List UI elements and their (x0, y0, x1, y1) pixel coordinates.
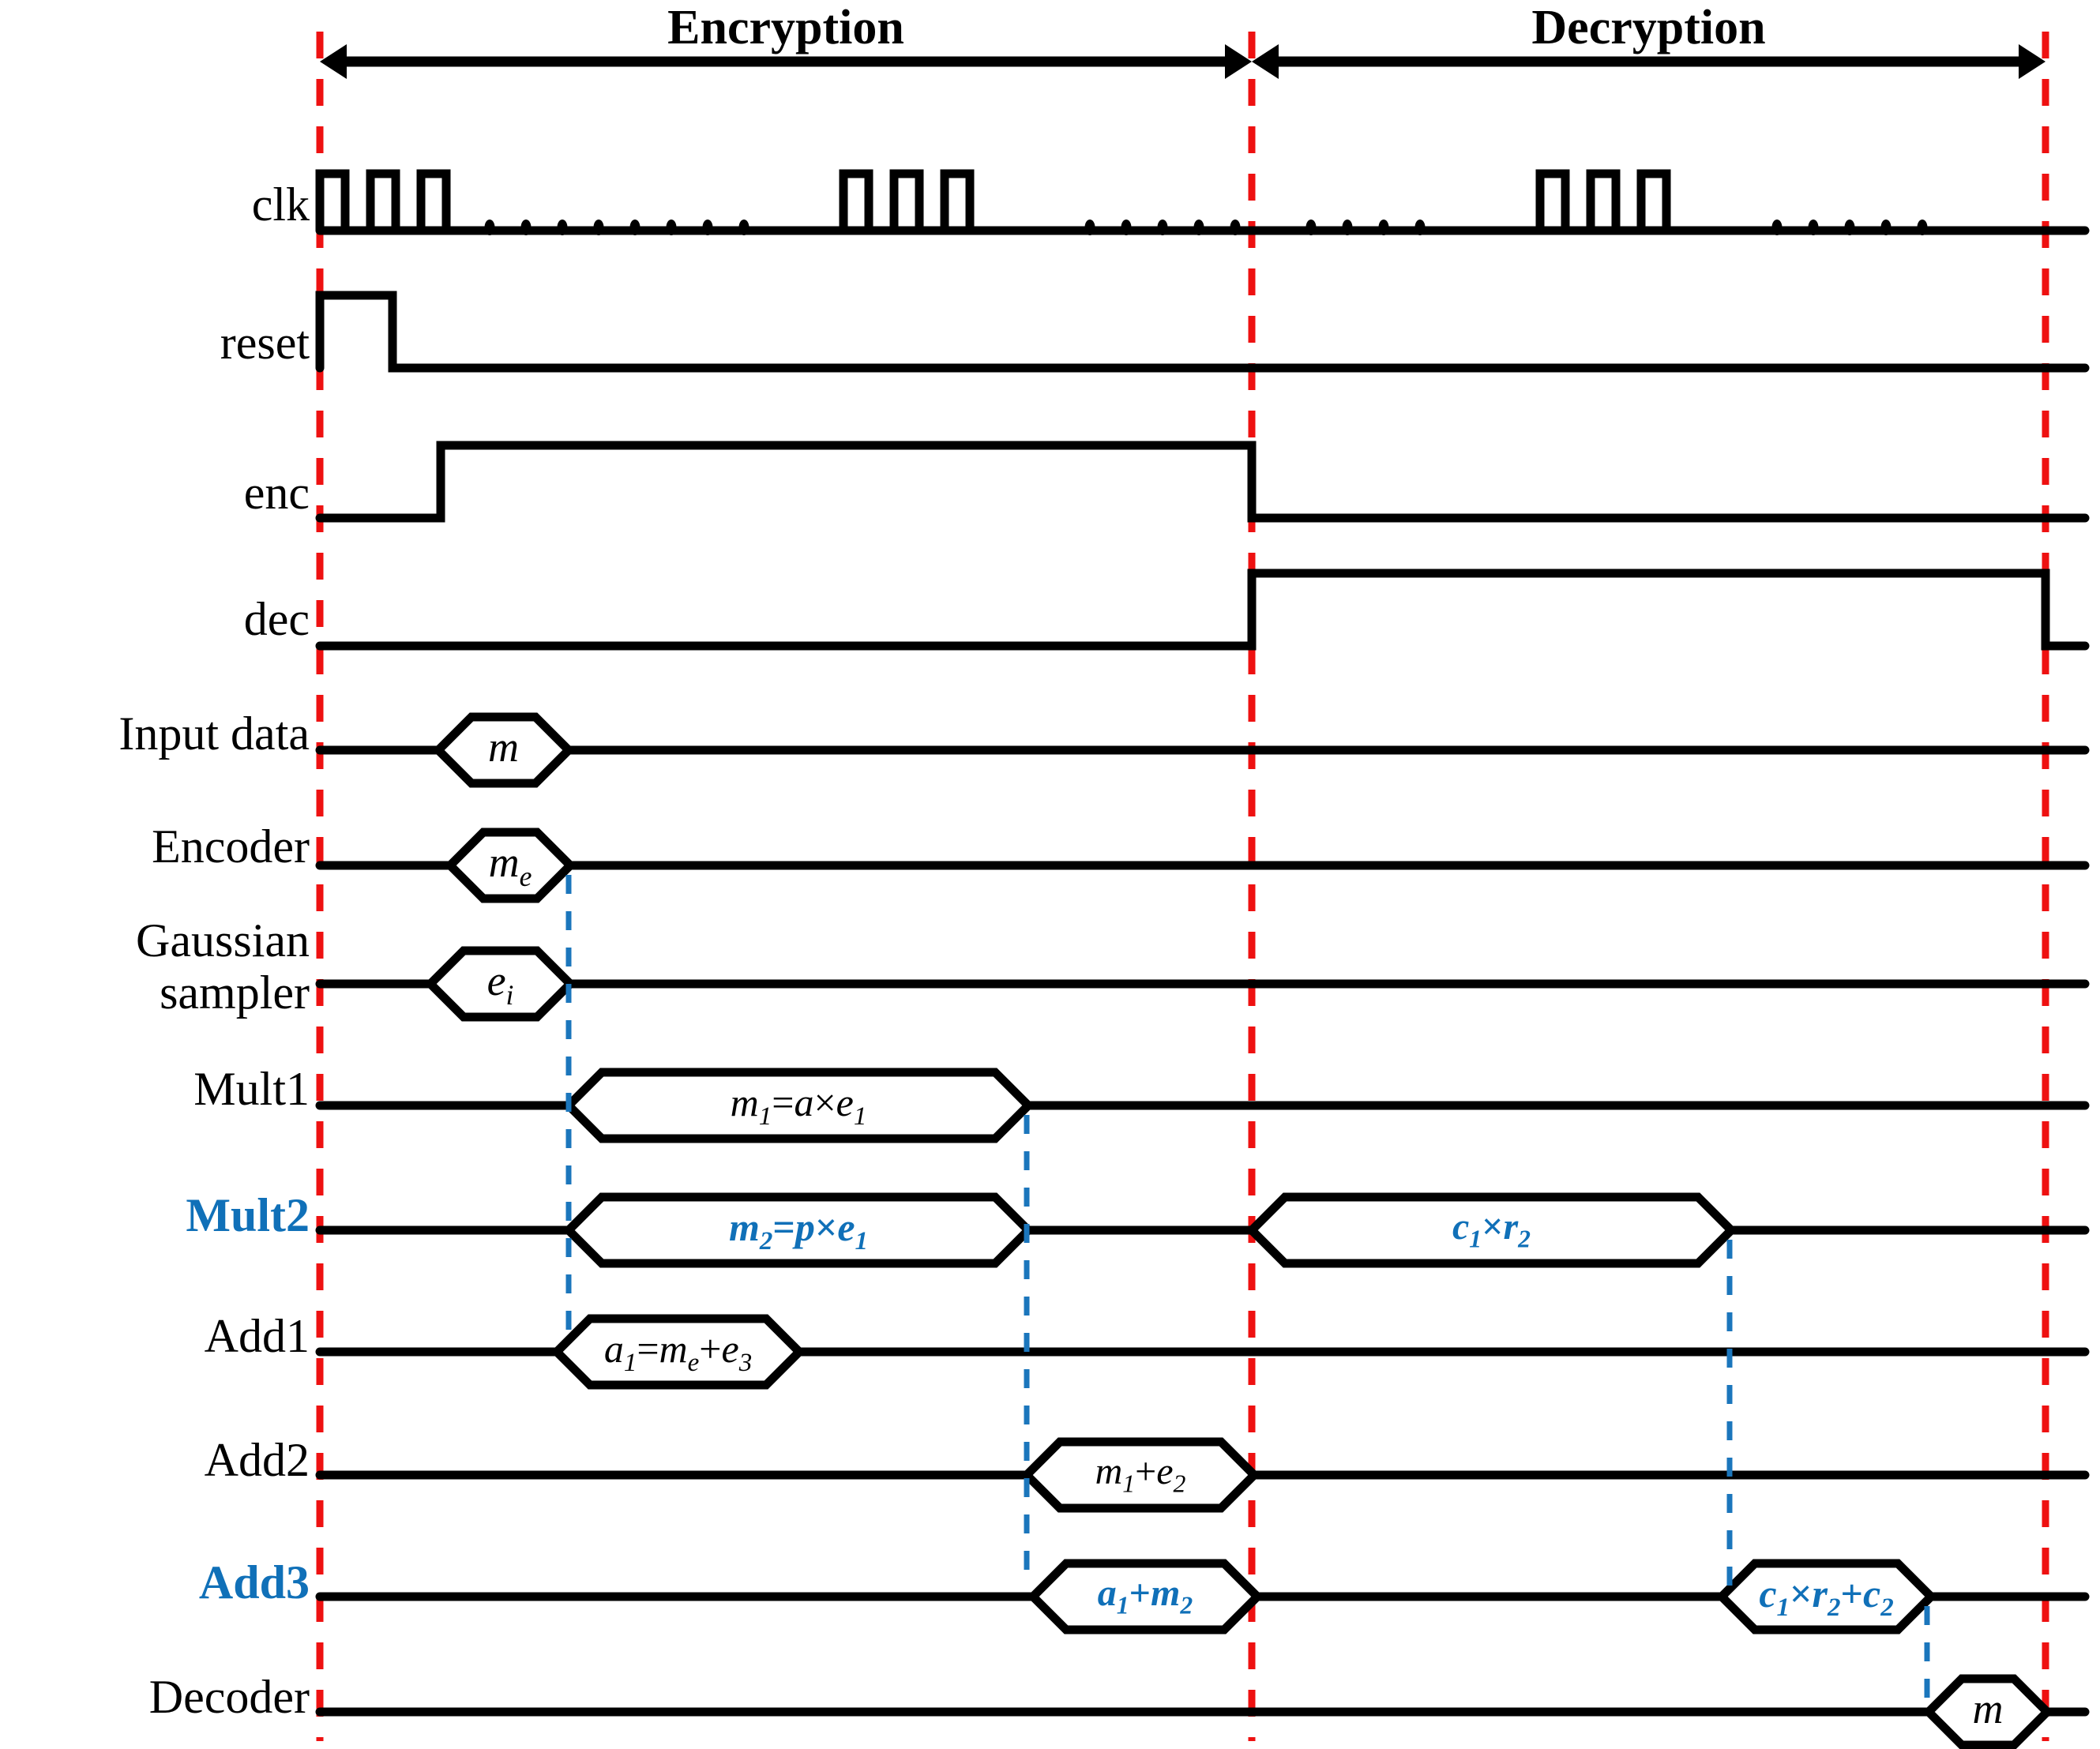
signal-label-line: Gaussian (136, 914, 310, 966)
signal-label-mult2: Mult2 (186, 1189, 310, 1241)
clk-ellipsis-dot-1-3 (1193, 220, 1204, 235)
clk-burst-2 (1535, 169, 1671, 235)
clk-ellipsis-dot-1-4 (1230, 220, 1241, 235)
phase-arrow-head-left (320, 44, 347, 79)
signal-label-encoder: Encoder (152, 820, 310, 873)
clk-ellipsis-dot-0-0 (484, 220, 495, 235)
bus-packet-add1-0 (550, 1314, 806, 1390)
phase-arrow-head-right (1225, 44, 1252, 79)
clk-ellipsis-dot-3-1 (1808, 220, 1819, 235)
bus-packet-decoder-0 (1922, 1674, 2053, 1749)
clk-ellipsis-dot-1-2 (1157, 220, 1168, 235)
level-wave-enc (315, 441, 2090, 523)
clk-ellipsis-dot-1-1 (1121, 220, 1132, 235)
clk-burst-1 (839, 169, 975, 235)
clk-burst-0 (315, 169, 451, 235)
bus-packet-encoder-0 (444, 828, 577, 903)
clk-ellipsis-dot-0-5 (666, 220, 677, 235)
signal-label-add2: Add2 (204, 1434, 310, 1486)
clk-ellipsis-dot-0-1 (520, 220, 532, 235)
level-wave-dec (315, 569, 2090, 651)
phase-title-encryption: Encryption (667, 1, 904, 54)
clk-ellipsis-dot-0-2 (557, 220, 568, 235)
clk-ellipsis-dot-2-1 (1342, 220, 1353, 235)
clk-ellipsis-dot-3-4 (1917, 220, 1928, 235)
clk-ellipsis-dot-0-3 (593, 220, 604, 235)
clk-ellipsis-dot-2-2 (1378, 220, 1389, 235)
clk-ellipsis-dot-3-3 (1880, 220, 1892, 235)
bus-packet-add2-0 (1020, 1437, 1260, 1513)
level-wave-reset (315, 291, 2090, 373)
phase-arrow-head-right (2019, 44, 2046, 79)
clk-ellipsis-dot-1-0 (1084, 220, 1095, 235)
clk-ellipsis-dot-3-0 (1771, 220, 1783, 235)
signal-label-reset: reset (220, 317, 310, 369)
signal-label-mult1: Mult1 (193, 1063, 310, 1115)
signal-label-decoder: Decoder (148, 1671, 310, 1723)
bus-packet-add3-1 (1715, 1559, 1937, 1635)
clk-ellipsis-dot-0-6 (702, 220, 713, 235)
signal-label-dec: dec (243, 593, 310, 645)
clk-ellipsis-dot-0-7 (738, 220, 749, 235)
bus-packet-gaussian_sampler-0 (424, 946, 577, 1022)
clk-ellipsis-dot-2-3 (1414, 220, 1426, 235)
bus-packet-add3-0 (1027, 1559, 1264, 1635)
bus-packet-input_data-0 (432, 712, 575, 788)
bus-packet-mult2-1 (1245, 1192, 1737, 1268)
signal-label-clk: clk (251, 178, 310, 231)
signal-label-enc: enc (243, 467, 310, 519)
clk-ellipsis-dot-2-0 (1305, 220, 1317, 235)
signal-label-input_data: Input data (118, 707, 310, 760)
signal-label-line: sampler (160, 966, 310, 1019)
signal-label-add3: Add3 (198, 1556, 310, 1608)
clk-ellipsis-dot-3-2 (1844, 220, 1855, 235)
phase-title-decryption: Decryption (1531, 1, 1766, 54)
bus-packet-mult1-0 (562, 1068, 1035, 1143)
signal-label-add1: Add1 (204, 1310, 310, 1362)
clk-ellipsis-dot-0-4 (629, 220, 641, 235)
bus-packet-mult2-0 (562, 1192, 1035, 1268)
phase-arrow-head-left (1252, 44, 1279, 79)
